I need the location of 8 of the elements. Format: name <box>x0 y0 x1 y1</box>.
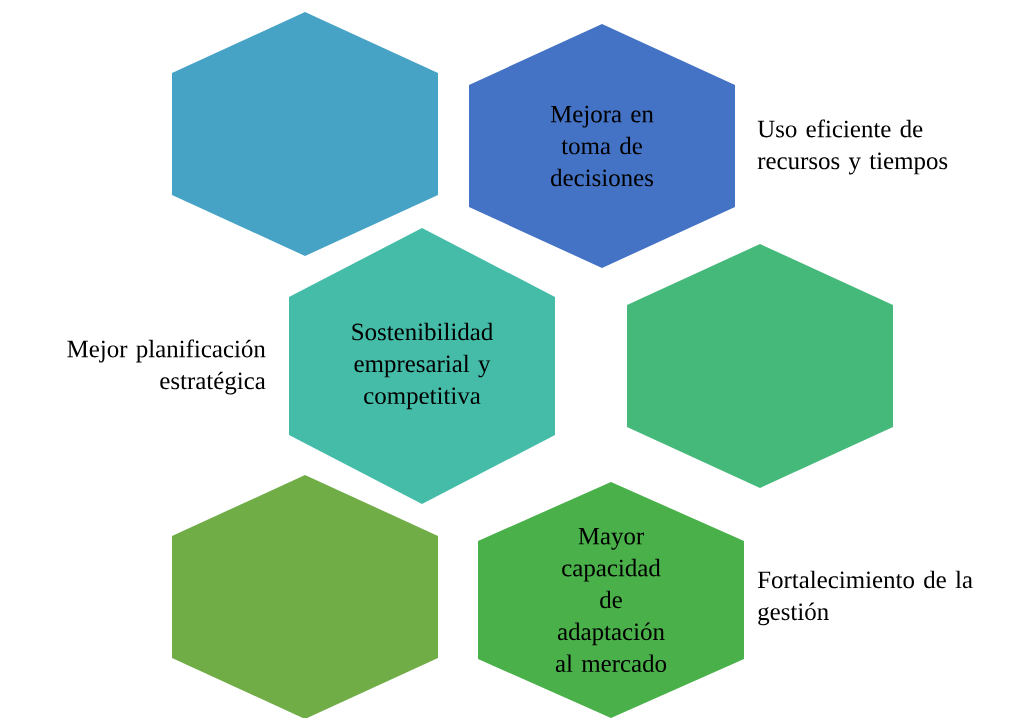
hexagon: Sostenibilidad empresarial y competitiva <box>289 228 555 504</box>
hexagon: Mayor capacidad de adaptación al mercado <box>478 482 744 718</box>
hexagon <box>172 12 438 256</box>
hexagon <box>172 475 438 718</box>
hexagon <box>627 244 893 488</box>
side-label: Mejor planificación estratégica <box>67 339 266 395</box>
hexagon: Mejora en toma de decisiones <box>469 24 735 268</box>
side-label: Uso eficiente de recursos y tiempos <box>757 119 948 175</box>
